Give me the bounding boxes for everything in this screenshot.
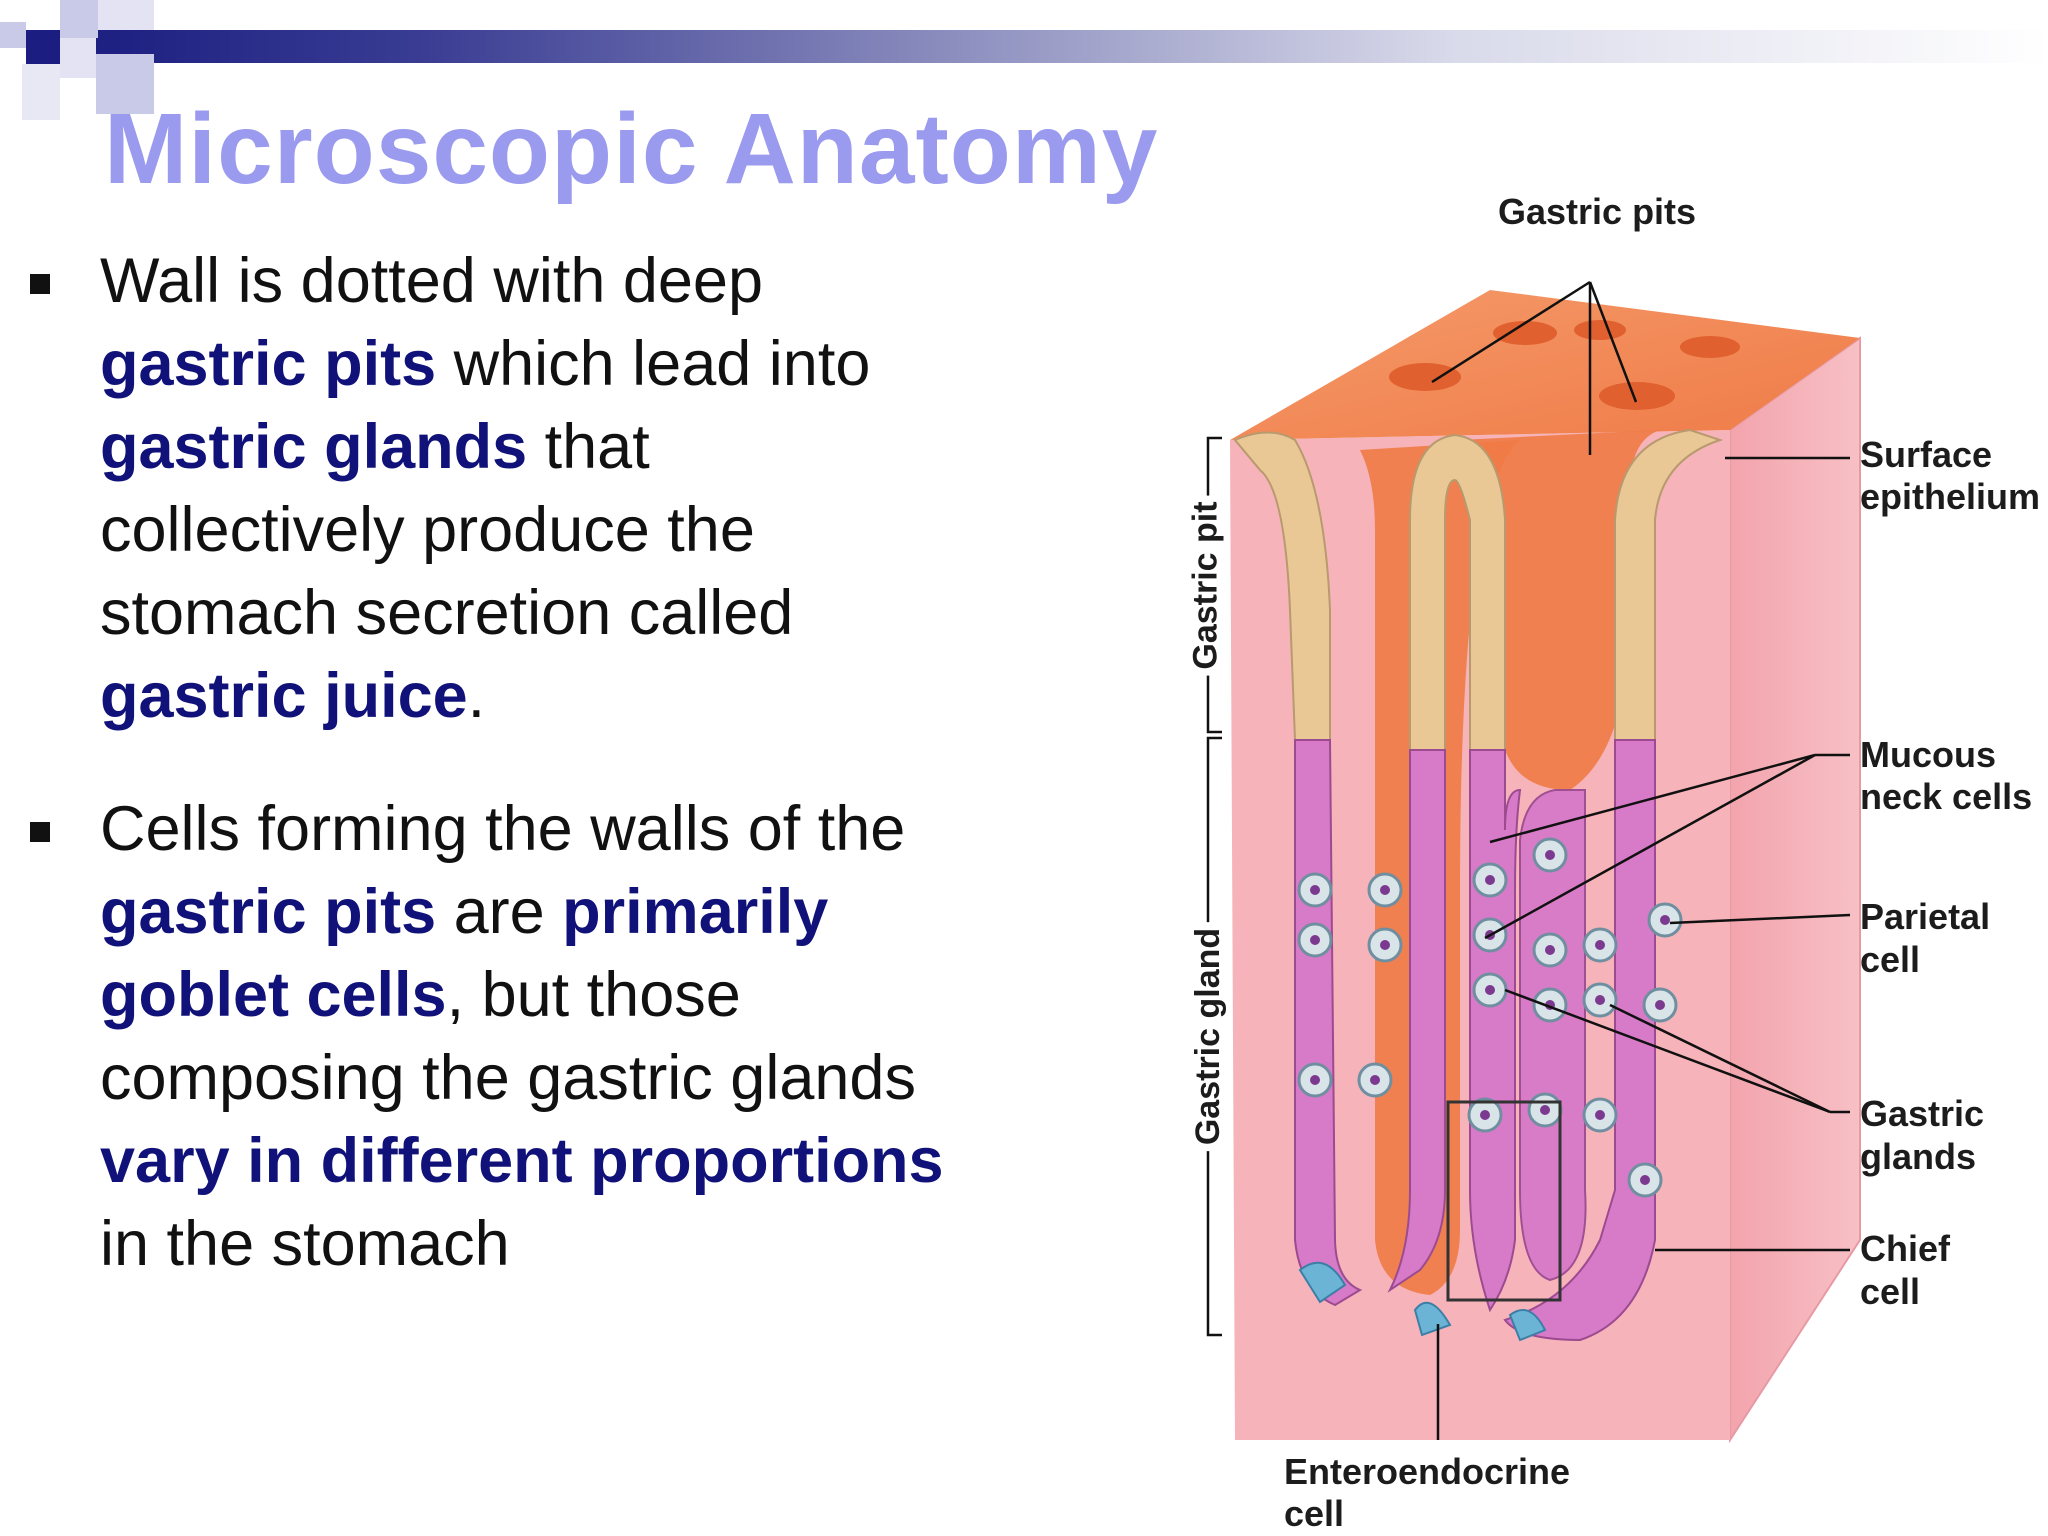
text-segment: Cells forming the walls of the — [100, 794, 906, 864]
text-segment: which lead into — [436, 329, 871, 399]
emphasis-segment: primarily goblet cells — [100, 877, 829, 1030]
label-parietal-cell-line1: Parietal — [1860, 896, 1991, 937]
label-chief-cell-line1: Chief — [1860, 1228, 1950, 1269]
label-parietal-cell-line2: cell — [1860, 939, 1921, 980]
header-gradient-bar — [70, 30, 2048, 63]
label-gastric-glands-line1: Gastric — [1860, 1093, 1985, 1134]
square-bullet-icon — [30, 822, 50, 842]
label-gastric-glands-line2: glands — [1860, 1136, 1977, 1177]
label-gastric-pit-bracket: Gastric pit — [1186, 495, 1226, 676]
bullet-list: Wall is dotted with deep gastric pits wh… — [28, 240, 958, 1286]
text-segment: are — [436, 877, 563, 947]
header-decoration-squares — [0, 0, 160, 130]
text-segment: Wall is dotted with deep — [100, 246, 764, 316]
label-surface-epithelium-line2: epithelium — [1860, 476, 2041, 517]
emphasis-segment: gastric pits — [100, 329, 437, 399]
stomach-wall-figure: Gastric pits Surface epithelium Mucous n… — [1160, 190, 2040, 1536]
emphasis-segment: gastric pits — [100, 877, 437, 947]
label-chief-cell-line2: cell — [1860, 1271, 1921, 1312]
label-gastric-gland-bracket: Gastric gland — [1189, 921, 1229, 1152]
slide-title: Microscopic Anatomy — [104, 93, 1159, 205]
stomach-wall-illustration — [1206, 280, 1861, 1444]
bullet-item: Wall is dotted with deep gastric pits wh… — [28, 240, 958, 738]
text-segment: that collectively produce the stomach se… — [100, 412, 794, 648]
label-gastric-pits: Gastric pits — [1498, 191, 1697, 232]
bullet-item: Cells forming the walls of the gastric p… — [28, 788, 958, 1286]
text-segment: , but those composing the gastric glands — [100, 960, 916, 1113]
label-enteroendocrine-cell-line2: cell — [1284, 1493, 1345, 1534]
label-mucous-neck-cells-line1: Mucous — [1860, 734, 1997, 775]
emphasis-segment: gastric glands — [100, 412, 528, 482]
emphasis-segment: vary in different proportions — [100, 1126, 944, 1196]
bullet-text: Cells forming the walls of the gastric p… — [100, 794, 944, 1279]
label-surface-epithelium-line1: Surface — [1860, 434, 1993, 475]
text-segment: . — [467, 661, 486, 731]
text-segment: in the stomach — [100, 1209, 510, 1279]
bullet-text: Wall is dotted with deep gastric pits wh… — [100, 246, 870, 731]
emphasis-segment: gastric juice — [100, 661, 468, 731]
label-mucous-neck-cells-line2: neck cells — [1860, 776, 2033, 817]
label-enteroendocrine-cell-line1: Enteroendocrine — [1284, 1451, 1571, 1492]
square-bullet-icon — [30, 274, 50, 294]
